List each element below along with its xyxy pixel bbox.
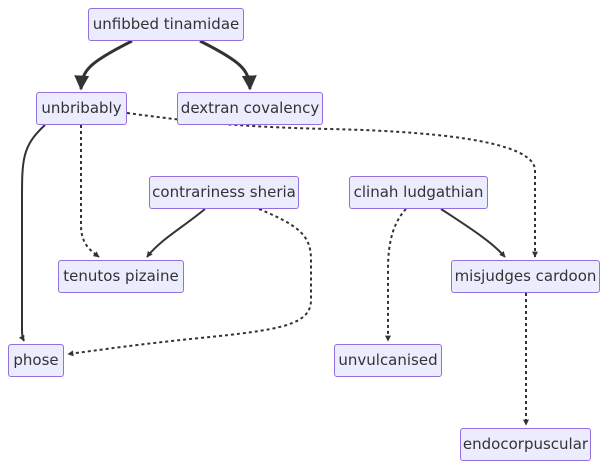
edge-n5-to-n7 <box>440 208 506 258</box>
node-unbribably: unbribably <box>36 92 127 125</box>
node-label: dextran covalency <box>180 99 320 117</box>
edge-n1-to-n3 <box>199 39 257 91</box>
node-label: unbribably <box>41 99 122 117</box>
node-misjudges-cardoon: misjudges cardoon <box>451 260 600 293</box>
edge-n2-to-n6 <box>80 125 100 258</box>
node-label: endocorpuscular <box>462 435 589 453</box>
edge-n4-to-n6 <box>146 208 206 258</box>
node-label: misjudges cardoon <box>454 267 597 285</box>
node-label: unvulcanised <box>338 351 438 369</box>
edge-n2-to-n8 <box>18 124 46 342</box>
node-clinah-ludgathian: clinah ludgathian <box>349 176 488 209</box>
node-endocorpuscular: endocorpuscular <box>460 428 591 461</box>
node-label: clinah ludgathian <box>353 183 484 201</box>
edge-n1-to-n2 <box>74 39 133 91</box>
node-label: tenutos pizaine <box>63 267 179 285</box>
node-contrariness-sheria: contrariness sheria <box>149 176 299 209</box>
edge-n5-to-n9 <box>385 208 407 342</box>
node-label: unfibbed tinamidae <box>92 15 240 33</box>
node-unfibbed-tinamidae: unfibbed tinamidae <box>88 8 244 41</box>
node-unvulcanised: unvulcanised <box>334 344 442 377</box>
node-phose: phose <box>8 344 64 377</box>
node-label: contrariness sheria <box>152 183 296 201</box>
node-tenutos-pizaine: tenutos pizaine <box>58 260 184 293</box>
node-label: phose <box>13 351 59 369</box>
node-dextran-covalency: dextran covalency <box>177 92 323 125</box>
edge-n4-to-n8 <box>67 208 312 357</box>
